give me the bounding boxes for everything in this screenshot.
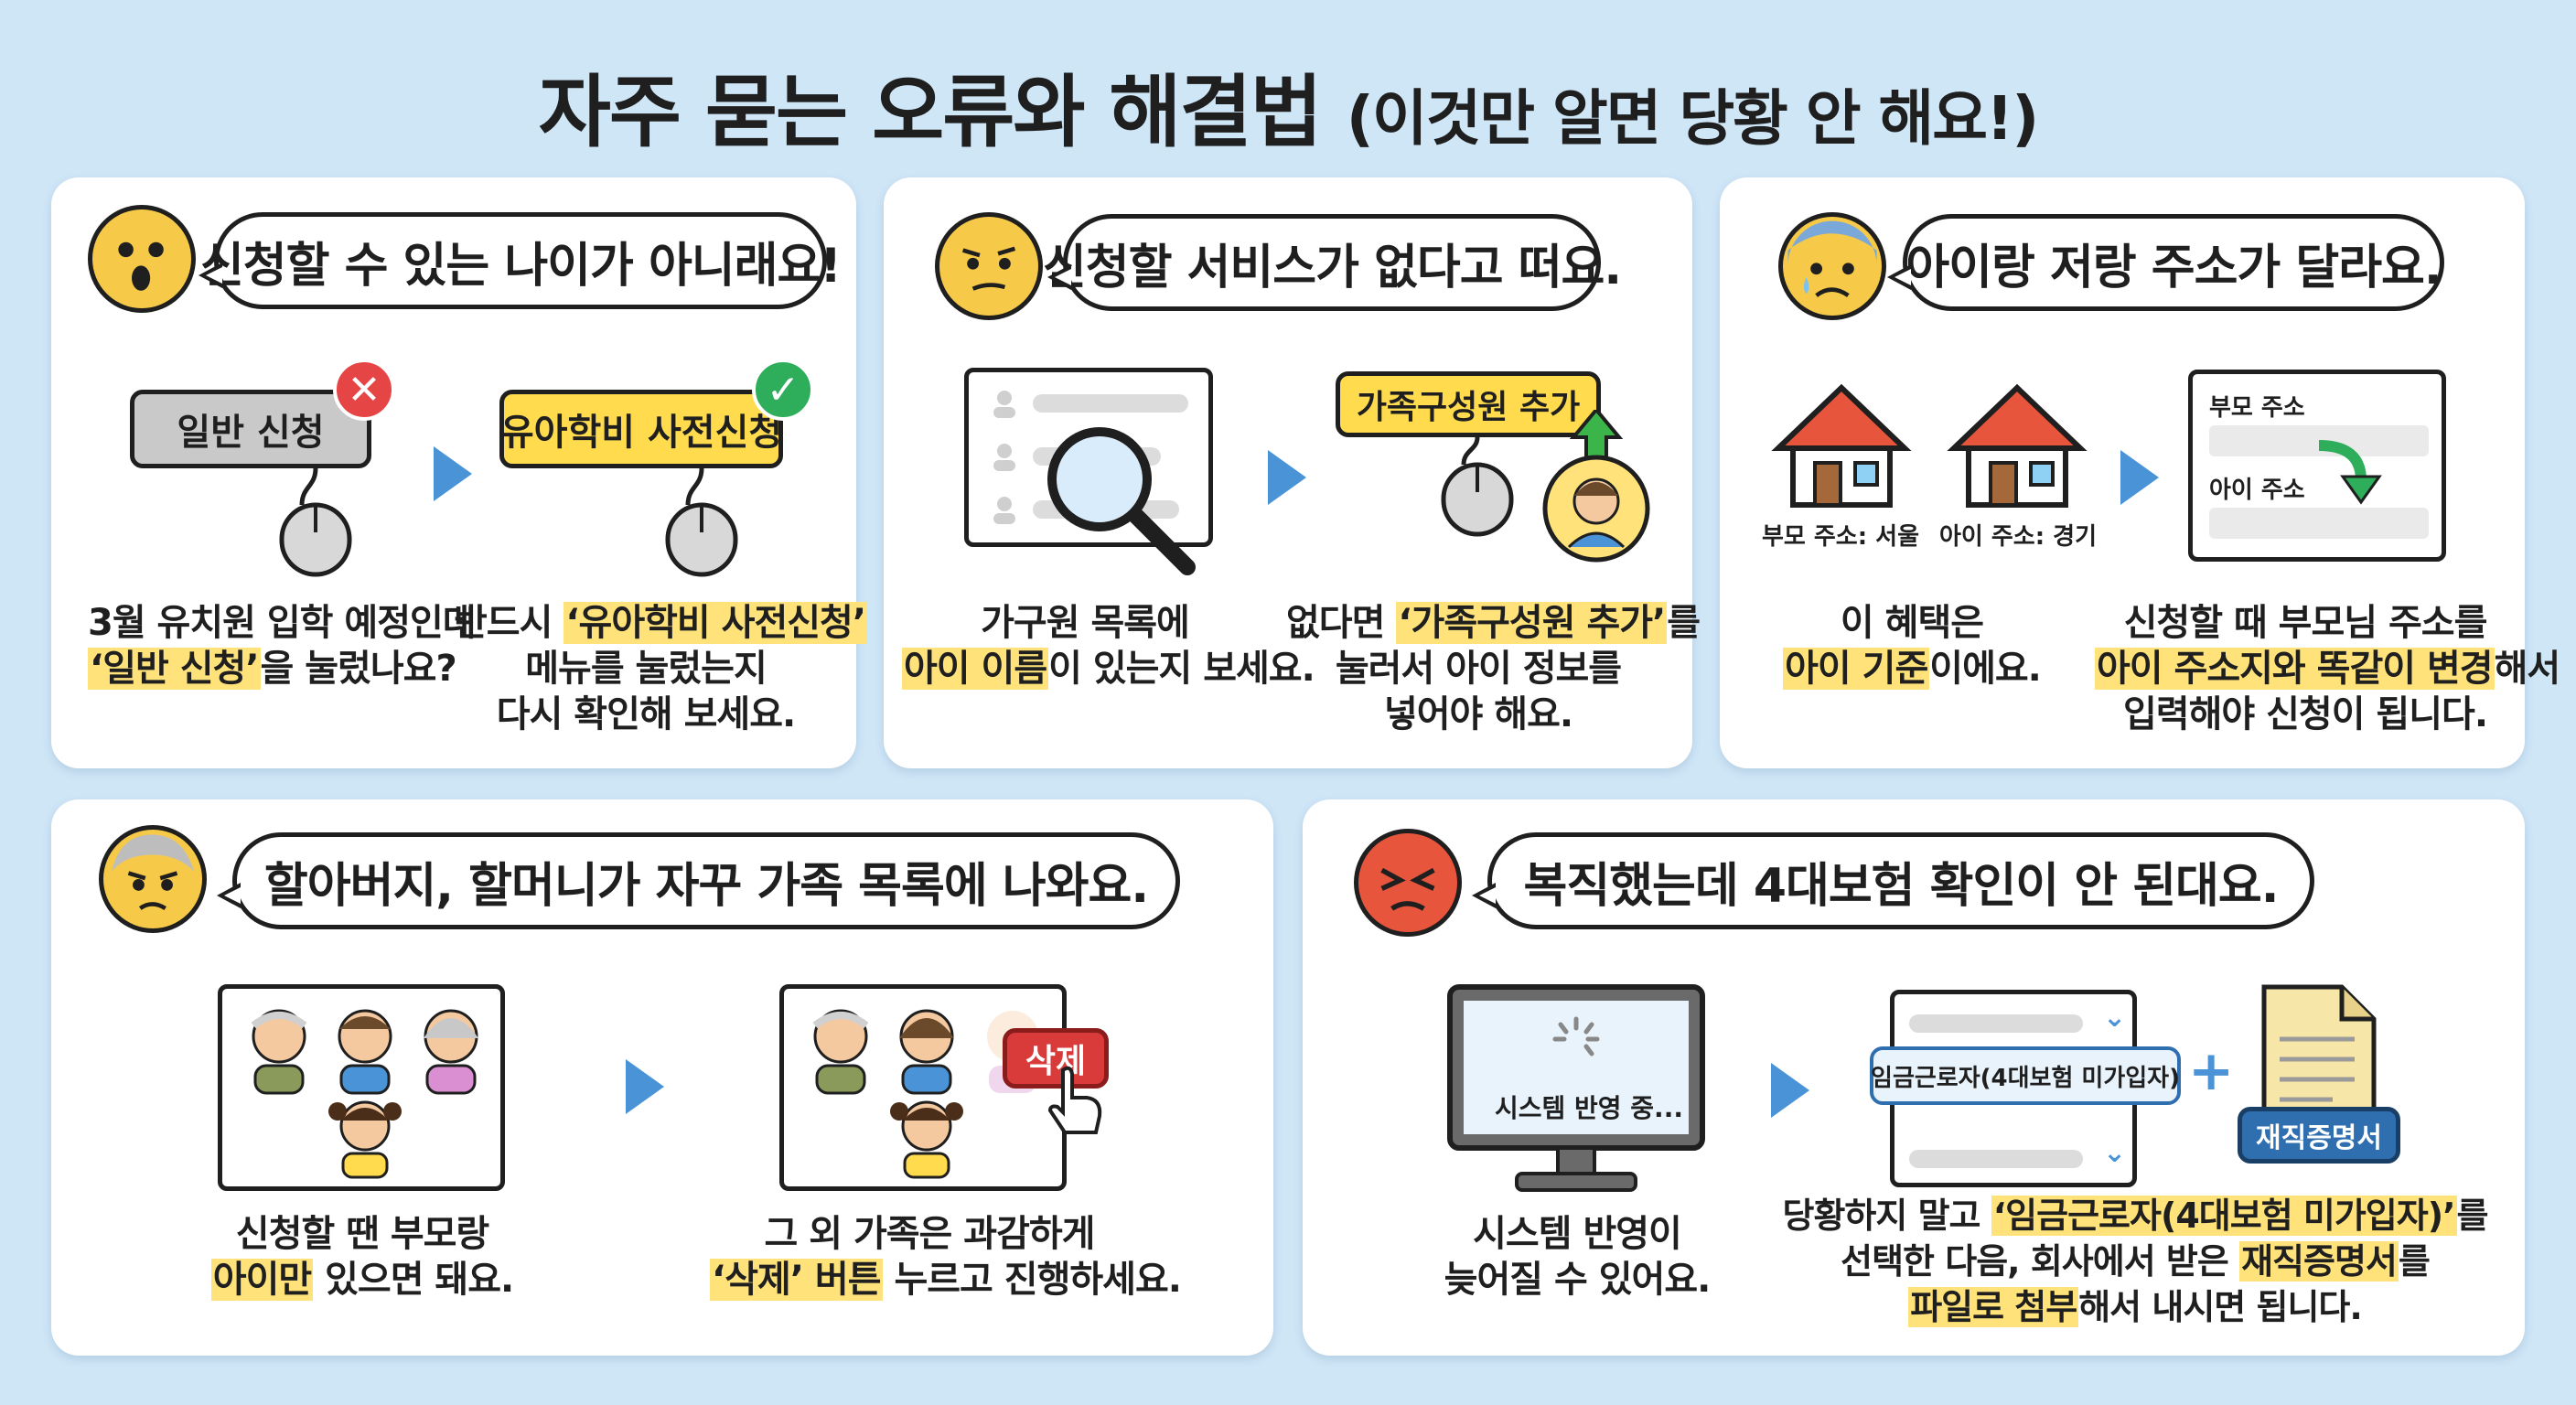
tip-left: 3월 유치원 입학 예정인데 ‘일반 신청’을 눌렀나요?	[88, 602, 477, 690]
system-status-text: 시스템 반영 중...	[1495, 1093, 1683, 1123]
tip-left: 이 혜택은 아이 기준이에요.	[1783, 602, 2042, 690]
question-bubble: 복직했는데 4대보험 확인이 안 된대요.	[1472, 832, 2314, 929]
monitor-icon	[1447, 984, 1705, 1192]
father-avatar	[338, 1009, 392, 1095]
annoyed-elder-face-icon	[99, 825, 207, 933]
arrow-right-icon	[434, 446, 472, 501]
question-bubble: 신청할 서비스가 없다고 떠요.	[1043, 214, 1622, 311]
grandfather-avatar	[251, 1009, 307, 1095]
delete-button[interactable]: 삭제	[1003, 1028, 1109, 1089]
child-address-label: 아이 주소: 경기	[1939, 523, 2098, 551]
angry-face-icon	[1354, 829, 1462, 937]
house-icon	[1947, 383, 2088, 508]
child-avatar	[328, 1100, 402, 1179]
card-no-service: 신청할 서비스가 없다고 떠요. 가족구성원 추가 가구원 목록에 아이 이름이…	[884, 177, 1701, 768]
hand-pointer-icon	[1047, 1066, 1102, 1134]
title-sub: (이것만 알면 당황 안 해요!)	[1346, 83, 2040, 154]
address-form-panel: 부모 주소 아이 주소	[2188, 370, 2446, 562]
chevron-down-icon: ⌄	[2103, 1137, 2127, 1169]
tip-right: 당황하지 말고 ‘임금근로자(4대보험 미가입자)’를 선택한 다음, 회사에서…	[1782, 1196, 2488, 1327]
card-age-error: 신청할 수 있는 나이가 아니래요! 일반 신청 ✕ 유아학비 사전신청 ✓ 3…	[51, 177, 868, 768]
curved-arrow-icon	[2318, 440, 2382, 505]
arrow-right-icon	[626, 1059, 664, 1114]
chevron-down-icon: ⌄	[2103, 1002, 2127, 1034]
grandmother-avatar	[424, 1009, 478, 1095]
mouse-icon	[279, 468, 352, 577]
form-label-parent: 부모 주소	[2209, 394, 2305, 422]
mouse-icon	[665, 468, 738, 577]
general-apply-button[interactable]: 일반 신청	[130, 390, 371, 468]
employment-certificate-label: 재직증명서	[2238, 1107, 2400, 1164]
arrow-right-icon	[1268, 450, 1306, 505]
arrow-right-icon	[1771, 1063, 1809, 1118]
tip-right: 반드시 ‘유아학비 사전신청’ 메뉴를 눌렀는지 다시 확인해 보세요.	[454, 602, 868, 735]
parent-address-label: 부모 주소: 서울	[1762, 523, 1920, 551]
surprised-face-icon	[88, 205, 196, 313]
tip-right: 신청할 때 부모님 주소를 아이 주소지와 똑같이 변경해서 입력해야 신청이 …	[2095, 602, 2560, 735]
tip-right: 없다면 ‘가족구성원 추가’를 눌러서 아이 정보를 넣어야 해요.	[1286, 602, 1701, 735]
card-grandparents: 할아버지, 할머니가 자꾸 가족 목록에 나와요.	[51, 799, 1273, 1356]
arrow-right-icon	[2120, 450, 2159, 505]
tip-left: 시스템 반영이 늦어질 수 있어요.	[1444, 1213, 1712, 1301]
page-title: 자주 묻는 오류와 해결법 (이것만 알면 당황 안 해요!)	[0, 48, 2576, 162]
child-address-field[interactable]	[2209, 508, 2429, 539]
mouse-icon	[1441, 437, 1514, 537]
card-insurance-check: 복직했는데 4대보험 확인이 안 된대요. 시스템 반영 중... ⌄ ⌄ 임금…	[1303, 799, 2525, 1356]
tip-right: 그 외 가족은 과감하게 ‘삭제’ 버튼 누르고 진행하세요.	[710, 1213, 1182, 1301]
tip-left: 신청할 땐 부모랑 아이만 있으면 돼요.	[210, 1213, 514, 1301]
x-icon: ✕	[333, 359, 395, 421]
tip-left: 가구원 목록에 아이 이름이 있는지 보세요.	[902, 602, 1315, 690]
worried-face-icon	[1778, 212, 1886, 320]
family-list-full	[218, 984, 505, 1191]
confused-face-icon	[935, 212, 1043, 320]
check-icon: ✓	[752, 359, 814, 421]
plus-icon: +	[2188, 1039, 2235, 1103]
form-label-child: 아이 주소	[2209, 477, 2305, 504]
question-bubble: 할아버지, 할머니가 자꾸 가족 목록에 나와요.	[217, 832, 1180, 929]
question-bubble: 아이랑 저랑 주소가 달라요.	[1887, 214, 2444, 311]
magnifier-icon	[1047, 427, 1196, 575]
add-family-member-button[interactable]: 가족구성원 추가	[1336, 371, 1601, 437]
child-avatar-icon	[1542, 410, 1650, 563]
title-main: 자주 묻는 오류와 해결법	[538, 67, 1323, 158]
preschool-apply-button[interactable]: 유아학비 사전신청	[499, 390, 783, 468]
wage-worker-option[interactable]: 임금근로자(4대보험 미가입자)	[1870, 1046, 2181, 1105]
question-bubble: 신청할 수 있는 나이가 아니래요!	[199, 212, 842, 309]
card-address-mismatch: 아이랑 저랑 주소가 달라요. 부모 주소: 서울 아이 주소: 경기 부모 주…	[1720, 177, 2560, 768]
house-icon	[1771, 383, 1912, 508]
